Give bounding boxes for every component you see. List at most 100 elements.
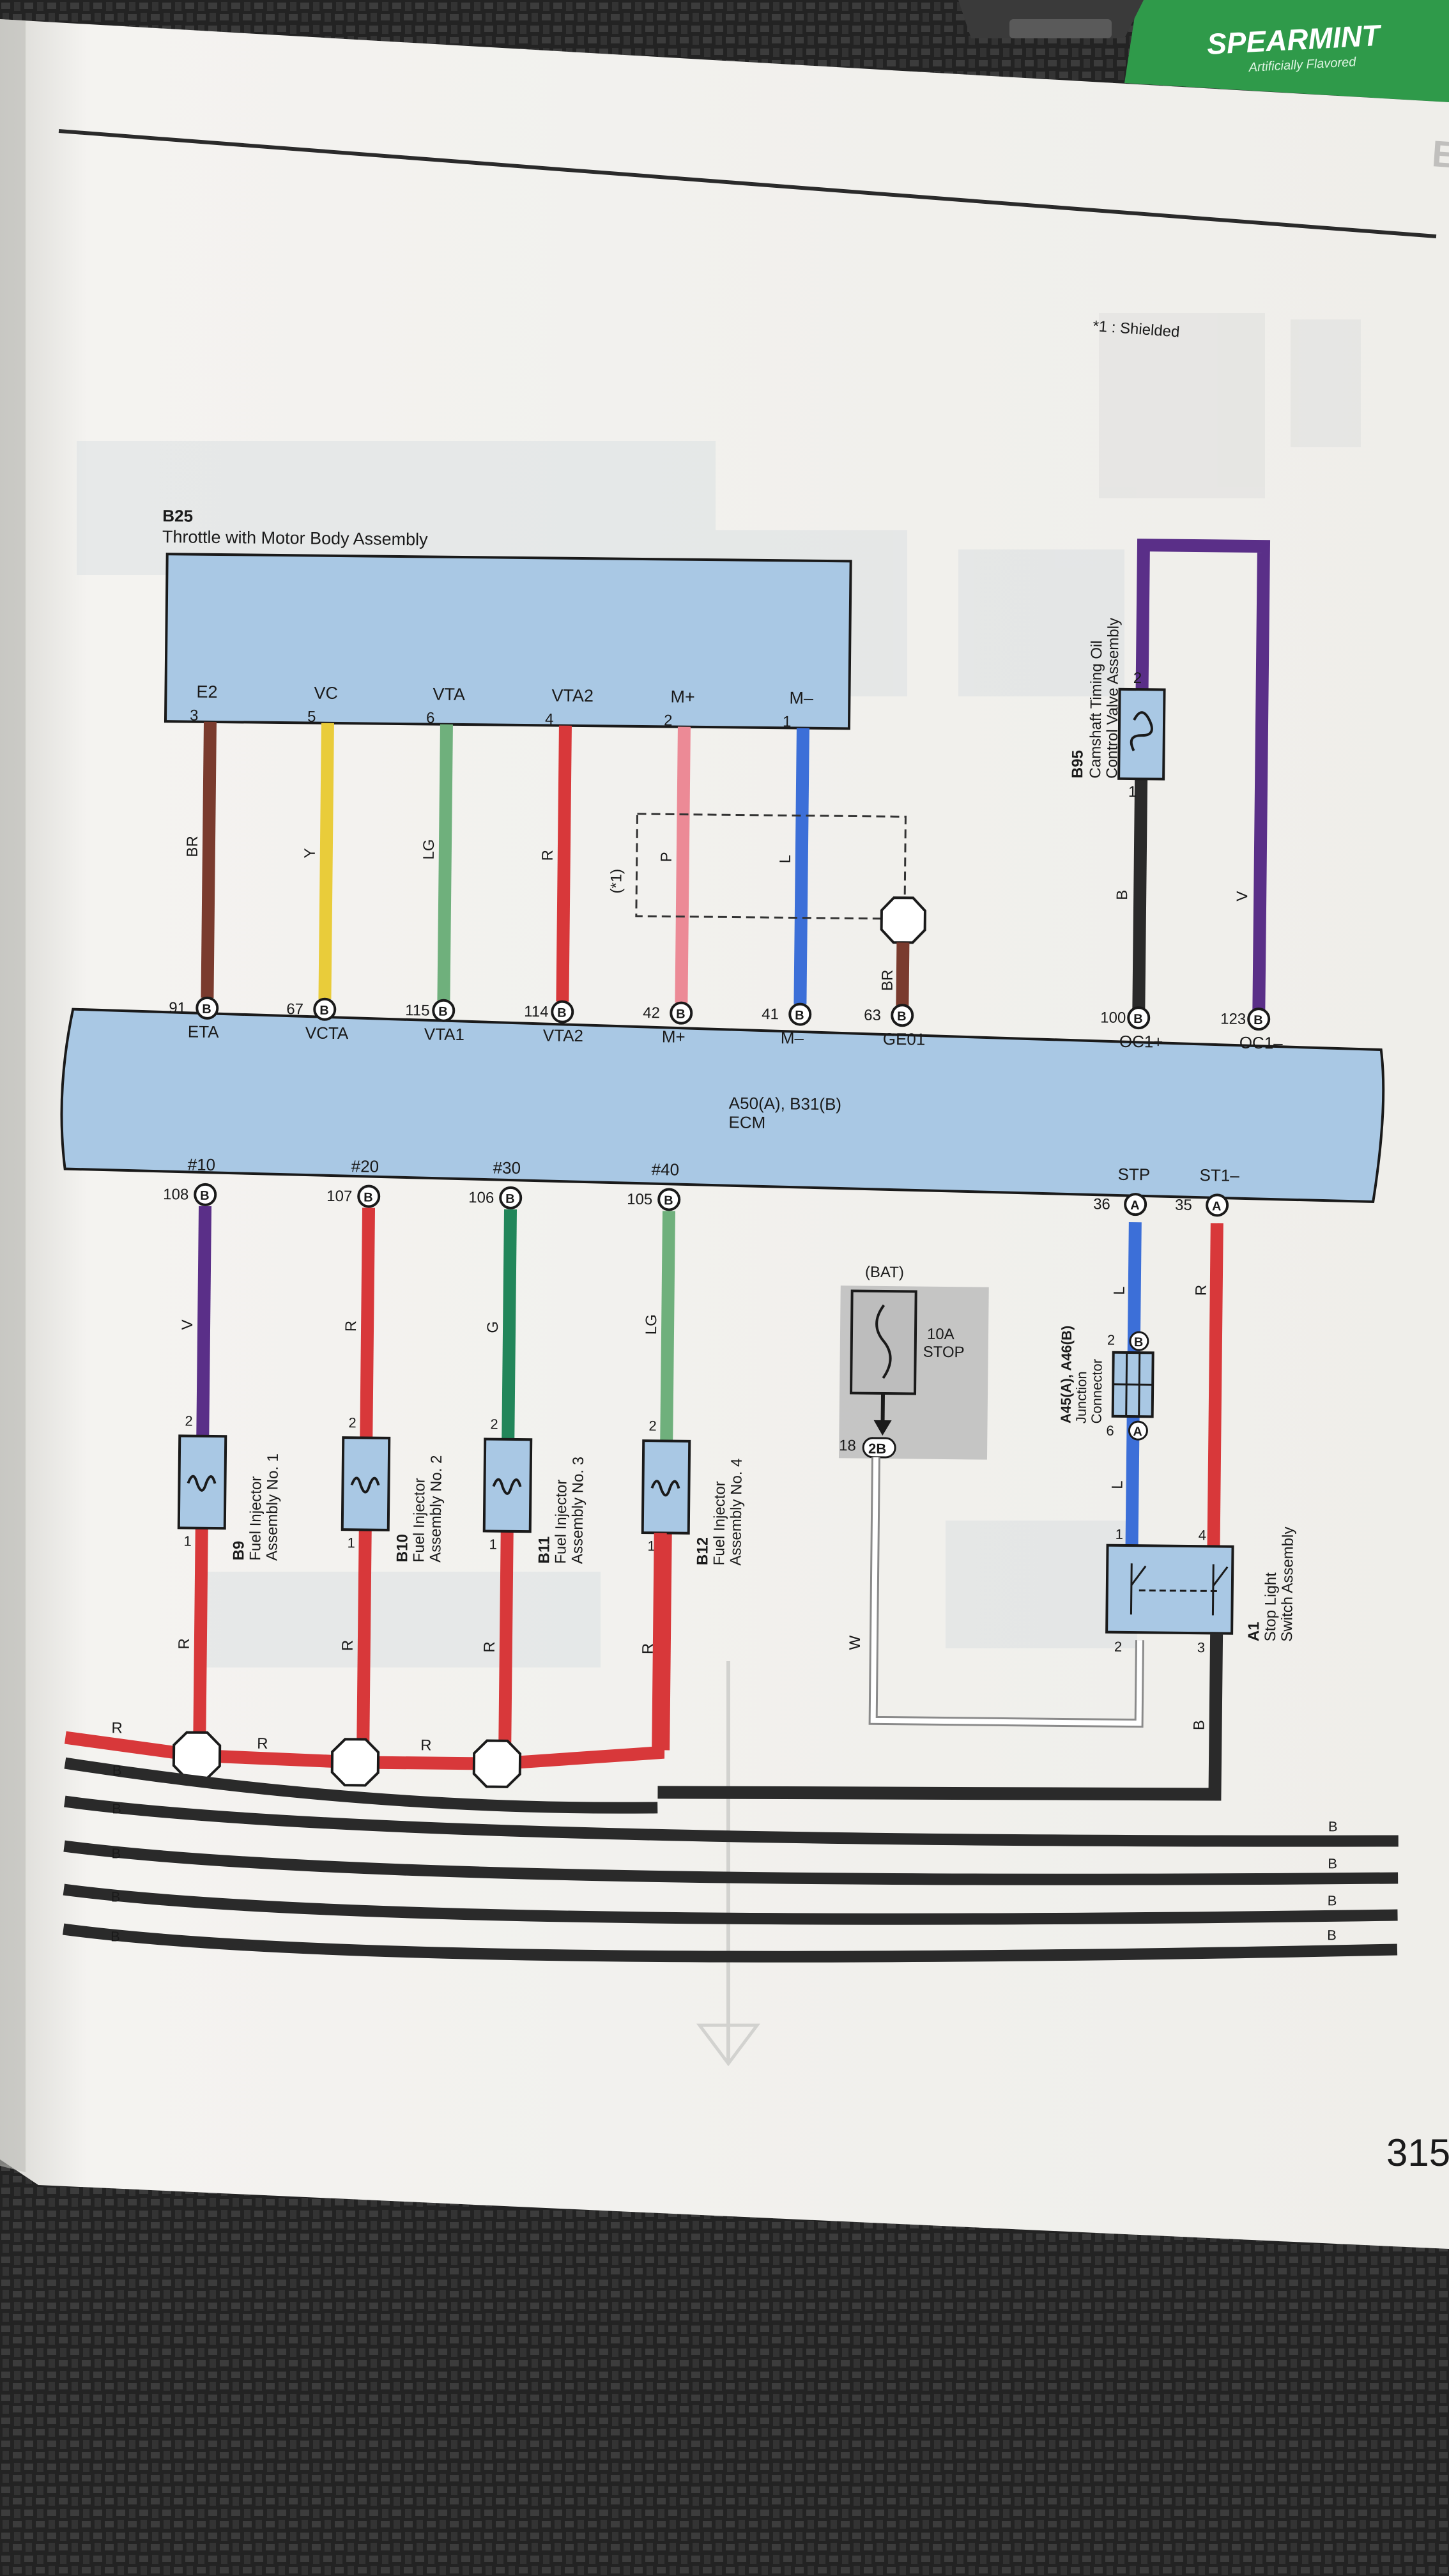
ecm-bottom-pin-conn: B	[364, 1190, 373, 1204]
throttle-pin-num: 5	[307, 708, 316, 725]
throttle-pin-name: VC	[314, 684, 338, 703]
stop-ground-label: B	[1191, 1720, 1208, 1730]
injector-signal-wire	[660, 1211, 675, 1441]
ground-bus-line	[64, 1795, 1399, 1847]
injector-pin-top: 2	[348, 1414, 356, 1430]
ecm-top-pin-num: 41	[762, 1006, 779, 1023]
injector-pin-bottom: 1	[347, 1535, 355, 1551]
throttle-wire-4	[675, 726, 691, 1003]
red-bus-label: R	[111, 1719, 123, 1736]
ecm-bottom-pin-marker	[499, 1186, 523, 1209]
injector-wire-top: LG	[643, 1314, 660, 1335]
ecm-top-pin-marker	[313, 997, 337, 1021]
throttle-pin-num: 6	[426, 709, 435, 726]
ecm-top-pin-marker	[1127, 1006, 1151, 1030]
splice-point	[330, 1738, 380, 1787]
throttle-pin-name: M+	[670, 687, 695, 706]
ecm-top-pin-num: 115	[405, 1002, 430, 1019]
junction-conn-bottom: A	[1133, 1425, 1142, 1439]
injector-name-2: Assembly No. 4	[727, 1458, 746, 1565]
injector-signal-wire	[196, 1206, 212, 1436]
injector-body	[177, 1434, 227, 1530]
ground-bus-label: B	[111, 1928, 120, 1944]
junction-name-1: Junction	[1073, 1371, 1090, 1423]
ecm-bottom-pin-name: STP	[1117, 1165, 1150, 1184]
throttle-wire-color: LG	[420, 839, 438, 859]
ecm-bottom-pin-num: 35	[1175, 1197, 1192, 1214]
injector-body	[482, 1438, 533, 1533]
ground-bus-label: B	[111, 1845, 121, 1861]
ground-bus-label: B	[112, 1762, 122, 1778]
ecm-bottom-pin-num: 105	[627, 1191, 652, 1208]
ecm-top-pin-num: 100	[1100, 1009, 1126, 1027]
injector-code: B10	[394, 1534, 411, 1562]
injector-name-1: Fuel Injector	[247, 1476, 264, 1561]
ecm-top-pin-marker	[195, 996, 219, 1020]
ecm-top-pin-conn: B	[1254, 1013, 1263, 1027]
bleed-through	[77, 313, 1361, 2067]
throttle-wire-color: Y	[302, 848, 319, 858]
stop-switch-name-1: Stop Light	[1262, 1572, 1280, 1642]
ecm-bottom-pin-marker	[657, 1188, 681, 1211]
ecm-top-pin-num: 63	[864, 1007, 881, 1024]
header-rule	[58, 129, 1437, 238]
injector-signal-wire	[502, 1209, 518, 1439]
injector-name-2: Assembly No. 1	[263, 1453, 282, 1561]
injector-pin-top: 2	[185, 1413, 193, 1429]
red-bus-label-3: R	[420, 1736, 432, 1754]
fuse-supply: (BAT)	[865, 1264, 904, 1282]
ecm-bottom-pin-num: 108	[163, 1186, 188, 1203]
ground-bus-label: B	[112, 1800, 121, 1816]
throttle-wire-2	[437, 724, 453, 1000]
injector-pin-top: 2	[648, 1418, 657, 1434]
ecm-top-pin-name: OC1+	[1119, 1032, 1163, 1052]
injector-code: B9	[230, 1541, 247, 1561]
throttle-pin-num: 1	[783, 713, 792, 730]
ecm-top-pin-marker	[670, 1001, 693, 1025]
splice-point	[472, 1739, 522, 1788]
vvt-pin-top: 2	[1133, 670, 1142, 687]
ecm-bottom-pin-conn: B	[664, 1193, 673, 1208]
ecm-top-pin-name: VTA1	[424, 1024, 464, 1044]
vvt-code: B95	[1069, 750, 1086, 778]
injector-coil-icon	[650, 1480, 680, 1497]
st1-wire-label: R	[1193, 1285, 1210, 1296]
ecm-top-pin-name: M+	[662, 1027, 686, 1046]
fuse-rating: 10A	[927, 1326, 954, 1343]
injector-name-1: Fuel Injector	[410, 1478, 428, 1562]
stp-wire-label: L	[1111, 1286, 1128, 1295]
ecm-top-pin-name: VCTA	[305, 1023, 349, 1043]
ecm-bottom-pin-name: #30	[493, 1158, 521, 1177]
ecm-top-pin-conn: B	[319, 1004, 329, 1018]
throttle-wire-1	[318, 723, 334, 999]
ecm-top-pin-conn: B	[1133, 1012, 1143, 1026]
ecm-top-pin-num: 123	[1220, 1010, 1246, 1027]
throttle-wire-3	[556, 725, 572, 1002]
throttle-pin-num: 4	[545, 710, 554, 728]
ecm-top-pin-conn: B	[438, 1005, 448, 1019]
page-number: 315	[1386, 2131, 1449, 2174]
throttle-pin-name: VTA	[433, 685, 465, 705]
injector-code: B12	[694, 1537, 711, 1565]
injector-code: B11	[535, 1537, 553, 1564]
ecm-bottom-pin-name: ST1–	[1199, 1165, 1239, 1185]
ecm-top-pin-conn: B	[676, 1008, 686, 1022]
vvt-wire-right: V	[1234, 891, 1251, 901]
injector-wire-bottom: R	[640, 1643, 657, 1655]
ecm-top-pin-num: 42	[643, 1004, 660, 1022]
throttle-wire-color: L	[777, 855, 794, 864]
throttle-wire-0	[201, 721, 217, 998]
injector-body	[341, 1436, 391, 1531]
ecm-top-pin-marker	[1247, 1008, 1271, 1031]
ecm-bottom-pin-conn: B	[505, 1192, 515, 1206]
injector-wire-bottom: R	[339, 1640, 356, 1652]
junction-conn-top: B	[1134, 1335, 1144, 1349]
injector-name-2: Assembly No. 2	[427, 1455, 445, 1562]
junction-name-2: Connector	[1089, 1359, 1105, 1424]
ecm-bottom-pin-name: #40	[652, 1160, 680, 1179]
stop-switch-code: A1	[1245, 1621, 1262, 1641]
junction-pin-top: 2	[1107, 1332, 1116, 1348]
throttle-wire-color: R	[539, 850, 556, 861]
junction-pin-bottom: 6	[1106, 1423, 1114, 1439]
throttle-wire-color: P	[658, 852, 675, 862]
